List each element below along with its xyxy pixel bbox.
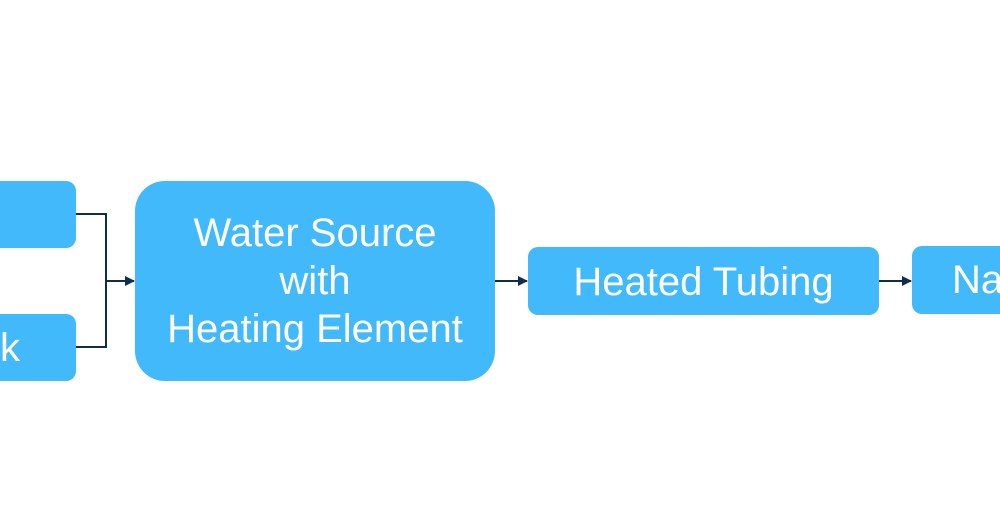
node-water-source-text: Water Source with Heating Element [167, 209, 463, 353]
connector-bottom-left-to-source [76, 281, 107, 348]
node-heated-tubing-label: Heated Tubing [573, 260, 834, 304]
node-water-source-line-3: Heating Element [167, 307, 463, 351]
node-next-step: Na [912, 246, 1000, 314]
node-water-source-line-2: with [279, 259, 351, 303]
node-next-step-label: Na [952, 258, 1000, 302]
node-heated-tubing: Heated Tubing [528, 247, 879, 315]
node-water-source: Water Source with Heating Element [135, 181, 495, 381]
connector-top-left-to-source [76, 213, 107, 281]
node-bottom-left: k [0, 314, 76, 381]
node-bottom-left-label: k [0, 325, 20, 370]
node-top-left [0, 181, 76, 248]
node-water-source-line-1: Water Source [193, 211, 437, 255]
